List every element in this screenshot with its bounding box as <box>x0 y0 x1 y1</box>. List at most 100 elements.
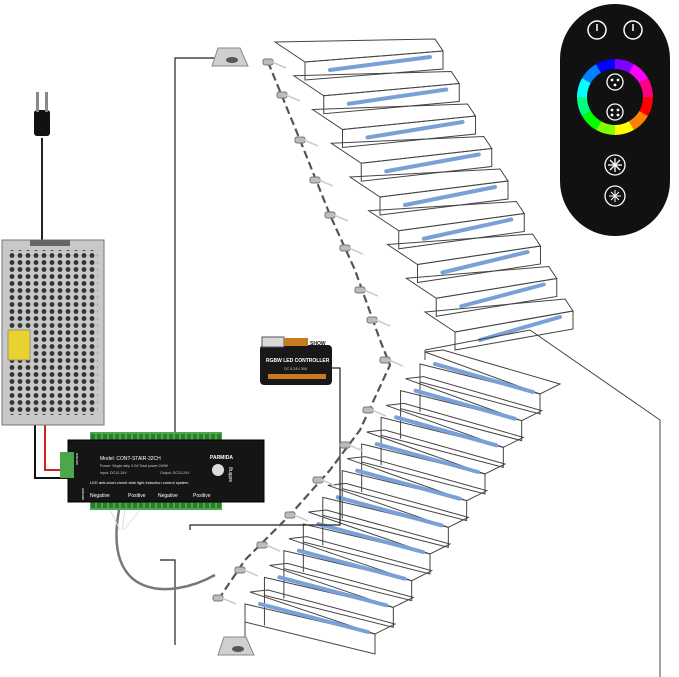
controller-positive-label-2: Positive <box>193 493 211 499</box>
stair-step <box>244 589 397 655</box>
staircase <box>244 38 574 655</box>
stair-step <box>329 135 493 182</box>
strip-connectors <box>212 58 404 605</box>
terminal <box>187 500 191 508</box>
terminal <box>115 434 119 442</box>
terminal <box>109 434 113 442</box>
terminal <box>127 500 131 508</box>
stair-step <box>419 349 562 415</box>
terminal <box>199 434 203 442</box>
stair-step <box>423 298 574 351</box>
terminal <box>175 500 179 508</box>
brightness-up-button-icon <box>604 154 626 176</box>
power-on-button-icon <box>587 20 607 40</box>
terminal <box>211 434 215 442</box>
power-off-button-icon <box>623 20 643 40</box>
led-strip <box>346 87 449 106</box>
led-strip <box>335 495 444 528</box>
strip-cable <box>217 61 392 601</box>
led-strip <box>365 120 465 140</box>
led-strip <box>394 415 499 448</box>
terminal <box>133 500 137 508</box>
terminal <box>169 500 173 508</box>
terminal <box>145 434 149 442</box>
led-strip <box>277 575 389 608</box>
terminal <box>175 434 179 442</box>
power-plug-icon <box>34 92 50 136</box>
controller-brand: PARMIDA <box>210 455 233 461</box>
led-strip <box>384 152 481 174</box>
stair-step <box>263 562 415 628</box>
stair-step <box>380 402 525 468</box>
stair-step <box>273 38 444 81</box>
terminal <box>139 500 143 508</box>
controller-power: Power: Single-strip 3.2A Total power 240… <box>100 464 169 468</box>
terminal <box>157 500 161 508</box>
led-strip <box>478 315 562 342</box>
strip-connector <box>262 58 274 66</box>
stair-step <box>341 456 489 522</box>
strip-connector <box>324 211 336 219</box>
strip-connector <box>294 136 306 144</box>
controller-setting-label: setting <box>228 467 234 482</box>
terminal <box>151 500 155 508</box>
stair-step <box>292 70 461 115</box>
terminal <box>205 500 209 508</box>
stair-step <box>367 200 526 250</box>
strip-connector <box>256 541 268 549</box>
strip-connector <box>379 356 391 364</box>
led-strip <box>328 55 432 72</box>
terminal <box>121 434 125 442</box>
led-strip <box>440 250 530 275</box>
terminal <box>205 434 209 442</box>
led-strip <box>316 522 425 554</box>
controller-input: Input: DC12-24V <box>100 471 127 475</box>
led-strip <box>374 442 480 474</box>
strip-connector <box>366 316 378 324</box>
terminal <box>163 434 167 442</box>
terminal <box>187 434 191 442</box>
stair-controller: PARMIDA Model: CONT-STAIR-32CH Power: Si… <box>60 432 265 531</box>
strip-connector <box>212 594 224 602</box>
strip-connector <box>284 511 296 519</box>
stair-step <box>404 265 558 317</box>
led-strip <box>355 468 462 501</box>
strip-connector <box>362 406 374 414</box>
stair-step <box>310 103 477 149</box>
strip-connector <box>354 286 366 294</box>
controller-description: LED anti-short-circuit stair light induc… <box>90 480 189 485</box>
terminal <box>217 434 221 442</box>
terminal <box>217 500 221 508</box>
terminal <box>121 500 125 508</box>
mode-up-button-icon <box>606 73 624 91</box>
strip-connector <box>339 441 351 449</box>
rgbw-title: RGBW LED CONTROLLER <box>266 358 330 364</box>
controller-sensor-label-bottom: sensor <box>80 487 85 500</box>
led-strip <box>403 185 497 207</box>
mode-down-button-icon <box>606 103 624 121</box>
controller-model: Model: CONT-STAIR-32CH <box>100 456 161 462</box>
strip-connector <box>339 244 351 252</box>
rgb-remote <box>560 4 670 236</box>
terminal <box>97 434 101 442</box>
motion-sensor-top <box>211 47 249 67</box>
controller-sensor-label-top: sensor <box>74 452 79 465</box>
terminal <box>127 434 131 442</box>
terminal <box>91 434 95 442</box>
terminal <box>145 500 149 508</box>
terminal <box>151 434 155 442</box>
terminal <box>97 500 101 508</box>
terminal <box>103 434 107 442</box>
led-strip <box>459 282 546 309</box>
terminal <box>133 434 137 442</box>
terminal <box>211 500 215 508</box>
stair-step <box>400 376 544 442</box>
strip-connector <box>309 176 321 184</box>
terminal <box>181 500 185 508</box>
strip-connector <box>276 91 288 99</box>
rgbw-controller: SHOW RGBW LED CONTROLLER DC 5-24V 30A <box>260 336 332 385</box>
led-strip <box>258 602 370 634</box>
terminal <box>169 434 173 442</box>
stair-step <box>302 509 452 575</box>
